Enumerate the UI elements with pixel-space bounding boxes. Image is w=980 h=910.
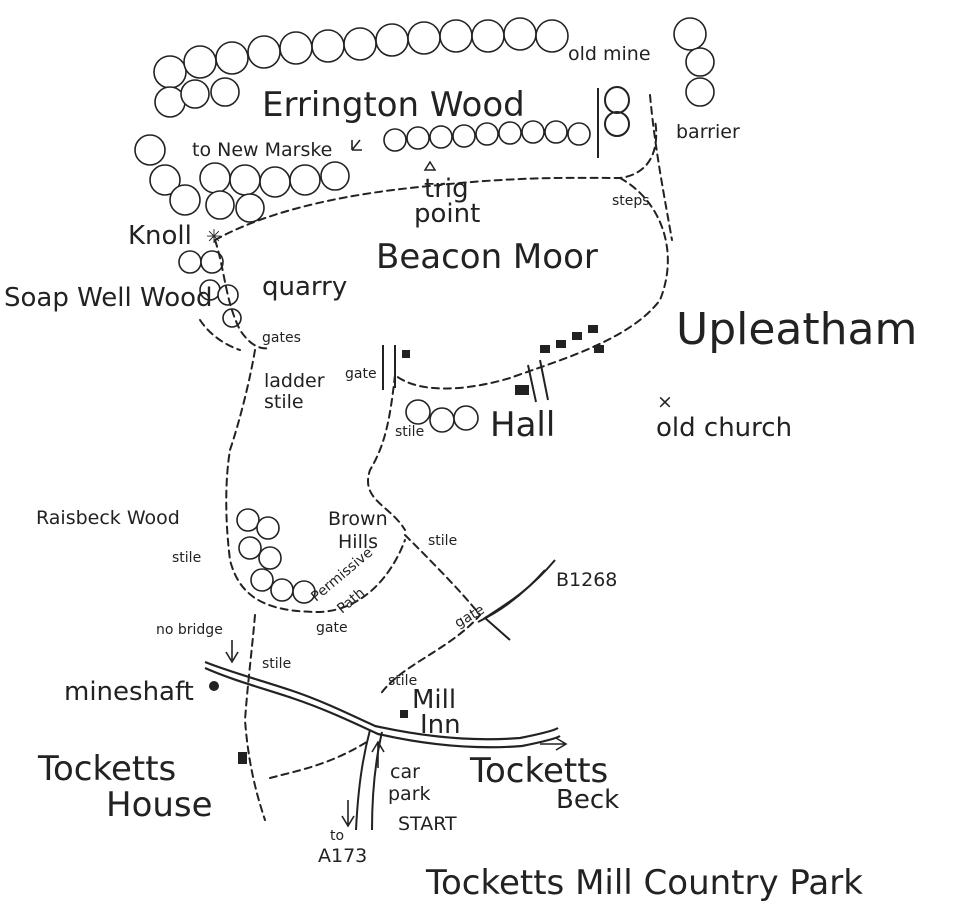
- hall-trees: [405, 399, 479, 433]
- no-bridge-label: no bridge: [156, 622, 223, 638]
- mineshaft-label: mineshaft: [64, 677, 194, 707]
- beck-label: Beck: [556, 785, 619, 815]
- barrier-label: barrier: [676, 121, 740, 143]
- tocketts-beck-stream-bank: [204, 666, 561, 749]
- errington-wood-label: Errington Wood: [262, 85, 525, 125]
- footpaths: [199, 94, 673, 821]
- stile-mill-label: stile: [388, 673, 417, 689]
- house-label: House: [106, 785, 213, 825]
- old-mine-label: old mine: [568, 43, 651, 65]
- inn-label: Inn: [420, 710, 461, 740]
- stile-hall-label: stile: [395, 424, 424, 440]
- a173-label: A173: [318, 845, 367, 867]
- soap-well-wood-trees: [178, 250, 242, 328]
- park-label: park: [388, 783, 431, 805]
- buildings: [209, 325, 604, 764]
- tocketts-label: Tocketts: [37, 749, 176, 789]
- to-label: to: [330, 828, 344, 844]
- roads: [355, 345, 556, 831]
- gate-road-label: gate: [452, 602, 487, 632]
- knoll-label: Knoll: [128, 221, 192, 251]
- trig-point-triangle-icon: [423, 160, 437, 171]
- start-label: START: [398, 813, 457, 835]
- mill-label: Mill: [412, 685, 456, 715]
- stile-raisbeck-label: stile: [172, 550, 201, 566]
- errington-wood-trees: [134, 17, 715, 223]
- mineshaft-marker: [209, 681, 219, 691]
- quarry-label: quarry: [262, 272, 347, 302]
- upleatham-label: Upleatham: [676, 304, 917, 355]
- steps-label: steps: [612, 193, 650, 209]
- point-label: point: [414, 199, 480, 229]
- hall-label: Hall: [490, 405, 555, 445]
- gates-label: gates: [262, 330, 301, 346]
- path-label: Path: [334, 585, 368, 617]
- raisbeck-wood-trees: [236, 508, 316, 604]
- raisbeck-wood-label: Raisbeck Wood: [36, 507, 180, 529]
- beacon-moor-label: Beacon Moor: [376, 237, 598, 277]
- to-new-marske-label: to New Marske: [192, 139, 332, 161]
- ladder-stile-label: stile: [264, 391, 304, 413]
- b1268-label: B1268: [556, 569, 617, 591]
- direction-arrows: [225, 139, 568, 828]
- stile-beck-label: stile: [262, 656, 291, 672]
- hills-label: Hills: [338, 531, 378, 553]
- brown-label: Brown: [328, 508, 388, 530]
- soap-well-wood-label: Soap Well Wood: [4, 283, 213, 313]
- map-title: Tocketts Mill Country Park: [425, 863, 863, 903]
- old-church-label: old church: [656, 413, 792, 443]
- tocketts-beck-stream: [204, 660, 559, 741]
- tocketts-beck-label: Tocketts: [469, 751, 608, 791]
- old-mine-symbol: [597, 86, 630, 158]
- ladder-label: ladder: [264, 370, 325, 392]
- knoll-asterisk-icon: ✳: [206, 226, 222, 248]
- gate-bottom-label: gate: [316, 620, 348, 636]
- car-label: car: [390, 761, 420, 783]
- gate-upper-label: gate: [345, 366, 377, 382]
- trig-label: trig: [424, 174, 469, 204]
- stile-brown-label: stile: [428, 533, 457, 549]
- old-church-cross-icon: ×: [657, 391, 673, 413]
